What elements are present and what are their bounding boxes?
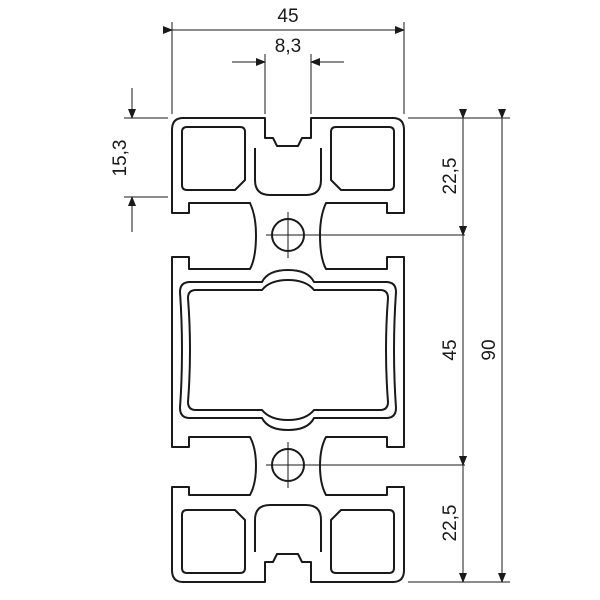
pitch-top-label: 22,5 — [440, 158, 461, 195]
profile-outline — [171, 117, 405, 583]
dimension-slot-width: 8,3 — [232, 36, 344, 114]
bottom-left-cavity — [181, 509, 246, 574]
outer-contour — [171, 117, 405, 583]
dimension-slot-depth: 15,3 — [110, 88, 168, 232]
slot-depth-label: 15,3 — [110, 140, 131, 177]
center-lines — [266, 212, 465, 488]
bottom-slot-inner — [254, 504, 322, 552]
top-left-cavity — [181, 126, 246, 191]
center-cavity — [179, 269, 397, 431]
dimension-pitch-middle: 45 — [440, 226, 467, 466]
center-cavity-inner — [187, 279, 389, 421]
bottom-right-cavity — [330, 509, 395, 574]
dimension-pitch-bottom: 22,5 — [440, 456, 467, 583]
total-height-label: 90 — [479, 339, 500, 360]
dimension-pitch-top: 22,5 — [440, 109, 467, 236]
width-top-label: 45 — [277, 6, 298, 27]
top-slot-inner — [254, 148, 322, 196]
pitch-bottom-label: 22,5 — [440, 505, 461, 542]
dimension-total-height: 90 — [479, 109, 506, 583]
dimension-width-top: 45 — [163, 6, 405, 114]
pitch-middle-label: 45 — [440, 339, 461, 360]
slot-width-label: 8,3 — [275, 36, 301, 57]
top-right-cavity — [330, 126, 395, 191]
